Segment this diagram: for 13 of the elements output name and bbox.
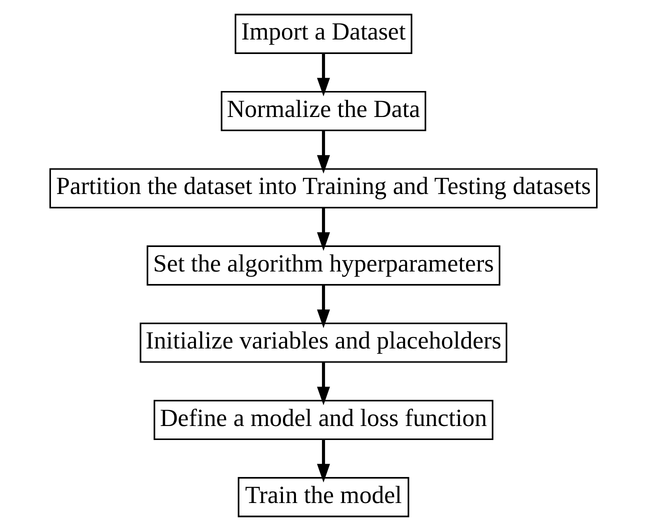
node-box: Set the algorithm hyperparameters bbox=[146, 245, 500, 286]
arrow bbox=[317, 362, 330, 406]
node-box: Import a Dataset bbox=[234, 14, 412, 54]
node-box: Normalize the Data bbox=[220, 91, 426, 132]
node-box: Define a model and loss function bbox=[154, 400, 494, 440]
arrow bbox=[317, 130, 330, 174]
arrow bbox=[317, 208, 330, 251]
arrow bbox=[317, 285, 330, 328]
node-box: Train the model bbox=[238, 477, 410, 518]
arrow bbox=[317, 439, 330, 482]
node-box: Initialize variables and placeholders bbox=[140, 322, 508, 363]
node-box: Partition the dataset into Training and Testing datasets bbox=[49, 168, 598, 208]
arrow bbox=[317, 53, 330, 96]
